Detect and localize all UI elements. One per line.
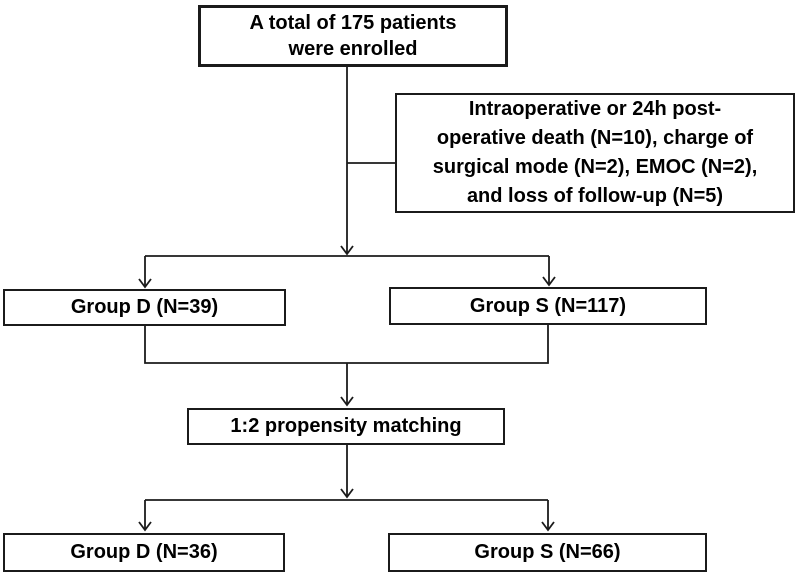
merge-line-groups <box>144 325 549 364</box>
node-enrolled: A total of 175 patients were enrolled <box>198 5 508 67</box>
node-excluded-line-1: Intraoperative or 24h post- <box>468 98 722 120</box>
node-group-s-initial: Group S (N=117) <box>389 287 707 325</box>
node-excluded-line-2: operative death (N=10), charge of <box>436 127 754 149</box>
node-group-d-initial: Group D (N=39) <box>3 289 286 326</box>
node-enrolled-line-2: were enrolled <box>288 38 418 60</box>
node-enrolled-line-1: A total of 175 patients <box>249 12 457 34</box>
node-group-d-initial-label: Group D (N=39) <box>70 296 219 318</box>
node-excluded-line-4: and loss of follow-up (N=5) <box>466 185 724 207</box>
node-propensity-matching: 1:2 propensity matching <box>187 408 505 445</box>
node-excluded-line-3: surgical mode (N=2), EMOC (N=2), <box>432 156 758 178</box>
node-group-d-matched-label: Group D (N=36) <box>70 541 218 563</box>
node-group-s-matched: Group S (N=66) <box>388 533 707 572</box>
node-propensity-matching-label: 1:2 propensity matching <box>230 415 462 437</box>
node-excluded: Intraoperative or 24h post- operative de… <box>395 93 795 213</box>
node-group-s-matched-label: Group S (N=66) <box>474 541 621 563</box>
node-group-s-initial-label: Group S (N=117) <box>469 294 627 317</box>
node-group-d-matched: Group D (N=36) <box>3 533 285 572</box>
